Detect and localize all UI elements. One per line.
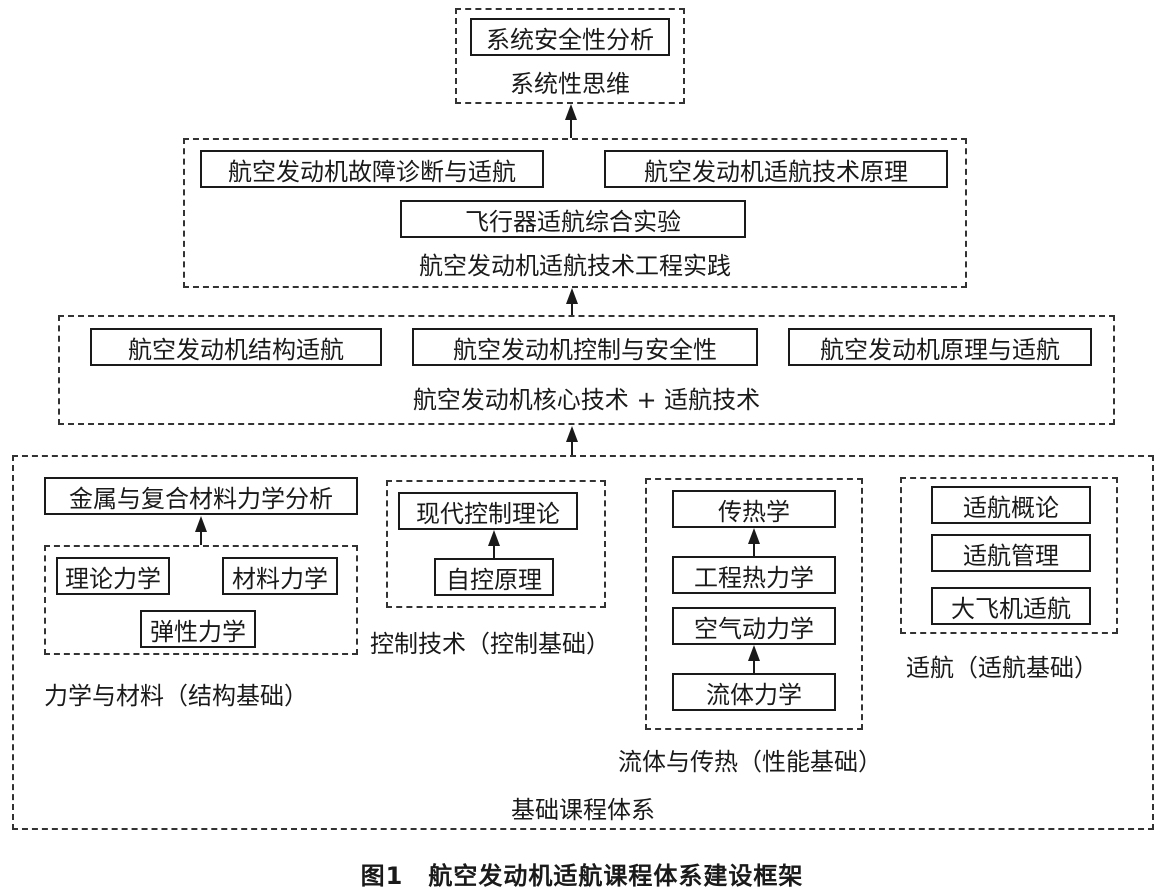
course-box-structure-airworthiness: 航空发动机结构适航 [90,328,382,366]
arrowhead-core-to-practice [566,288,578,304]
course-box-heat-transfer: 传热学 [672,490,836,528]
course-box-fluid-mechanics: 流体力学 [672,673,836,711]
mechanics-basics-group [44,545,358,655]
course-box-elasticity: 弹性力学 [140,610,256,648]
systems-thinking-label: 系统性思维 [510,70,630,98]
airworthiness-basics-group [900,477,1118,634]
course-box-integrated-experiment: 飞行器适航综合实验 [400,200,746,238]
figure-caption: 图1 航空发动机适航课程体系建设框架 [360,862,804,890]
core-technology-group [58,315,1115,425]
fluid-heat-label: 流体与传热（性能基础） [618,748,882,776]
course-box-control-safety: 航空发动机控制与安全性 [412,328,758,366]
course-box-engineering-thermodynamics: 工程热力学 [672,556,836,594]
course-box-automatic-control: 自控原理 [434,558,554,596]
engineering-practice-group [183,138,967,288]
course-box-modern-control-theory: 现代控制理论 [398,492,578,530]
arrowhead-autocontrol-to-modern [488,530,500,546]
engineering-practice-label: 航空发动机适航技术工程实践 [419,252,731,280]
systems-thinking-group [455,8,685,104]
foundation-courses-label: 基础课程体系 [511,796,655,824]
core-technology-label: 航空发动机核心技术 + 适航技术 [412,386,761,414]
foundation-courses-group [12,455,1154,830]
course-box-large-aircraft-airworthiness: 大飞机适航 [931,587,1091,625]
course-box-system-safety: 系统安全性分析 [470,18,670,56]
course-box-airworthiness-intro: 适航概论 [931,486,1091,524]
course-box-metal-composite-mechanics: 金属与复合材料力学分析 [44,477,358,515]
course-box-airworthiness-principles: 航空发动机适航技术原理 [604,150,948,188]
airworthiness-label: 适航（适航基础） [906,654,1098,682]
fluid-heat-group [645,478,863,730]
arrowhead-practice-to-systems [565,104,577,120]
control-basics-group [386,480,606,608]
mechanics-materials-label: 力学与材料（结构基础） [44,682,308,710]
course-box-material-mechanics: 材料力学 [222,557,338,595]
course-box-theoretical-mechanics: 理论力学 [56,557,170,595]
arrowhead-foundation-to-core [566,426,578,442]
arrowhead-fluid-to-aero [748,645,760,661]
course-box-aerodynamics: 空气动力学 [672,607,836,645]
course-box-airworthiness-management: 适航管理 [931,534,1091,572]
arrowhead-thermo-to-heat [748,528,760,544]
control-technology-label: 控制技术（控制基础） [370,630,610,658]
course-box-principles-airworthiness: 航空发动机原理与适航 [788,328,1092,366]
course-box-fault-diagnosis: 航空发动机故障诊断与适航 [200,150,544,188]
arrowhead-mechanics-to-composite [195,516,207,532]
